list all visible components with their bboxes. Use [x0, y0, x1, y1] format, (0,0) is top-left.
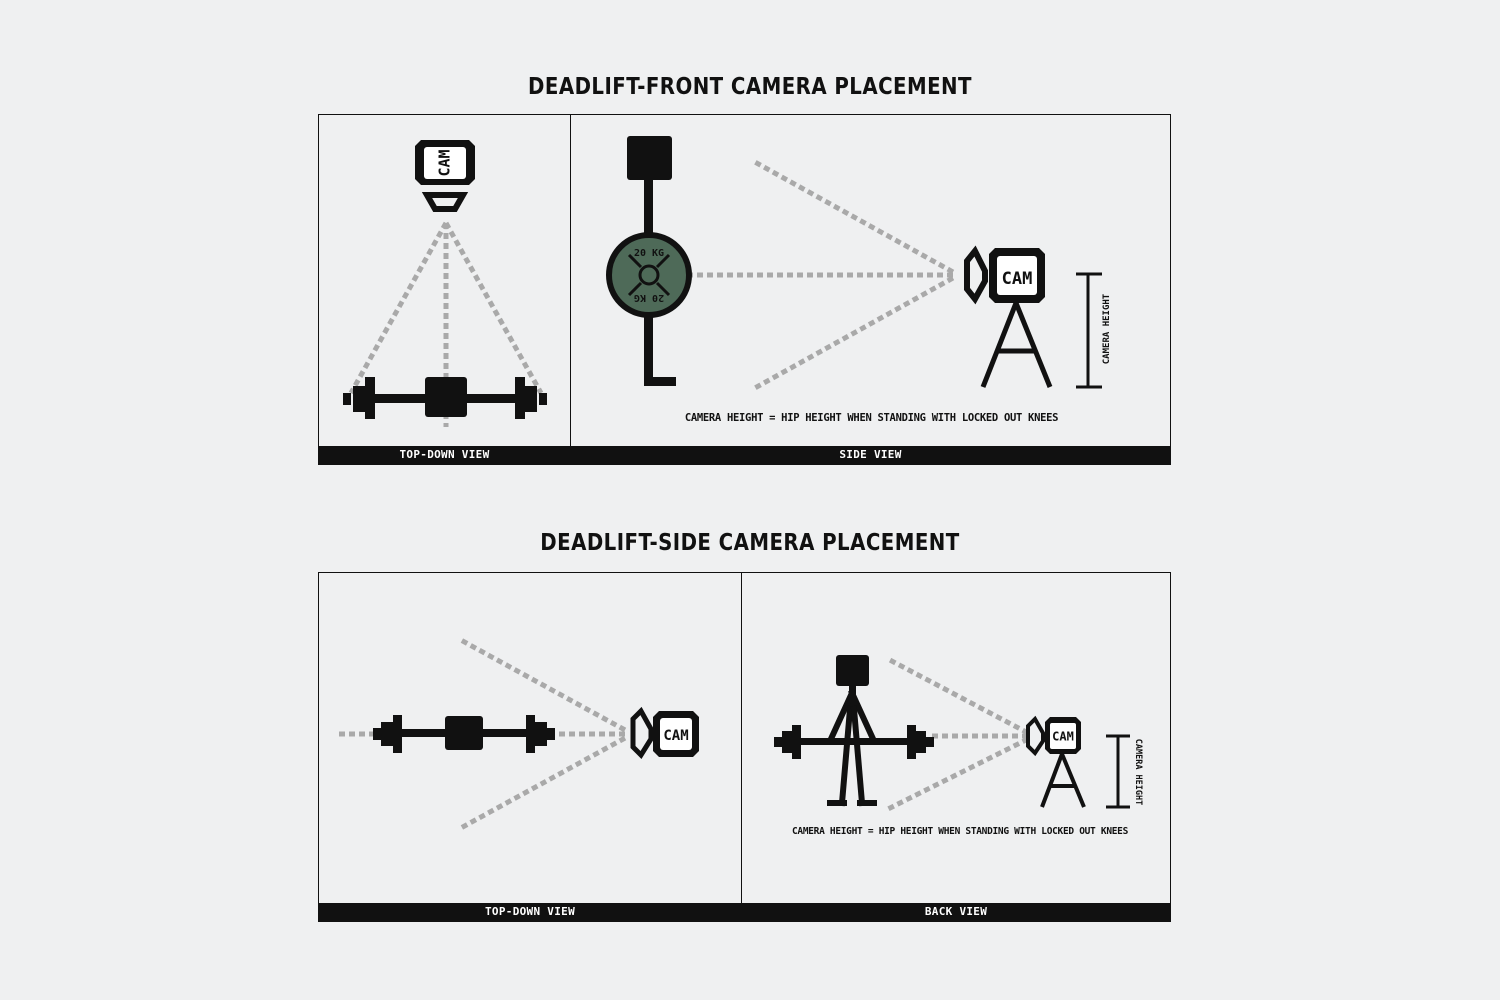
camera-height-note: CAMERA HEIGHT = HIP HEIGHT WHEN STANDING…	[684, 412, 1059, 424]
cam-label: CAM	[436, 149, 454, 176]
height-bracket	[1076, 272, 1102, 389]
front-top-down-diagram: CAM	[343, 140, 547, 427]
front-side-view-panel: 20 KG 20 KG CAM CAMERA HEIGHT CAMERA HEI…	[570, 114, 1171, 465]
plate-bottom-text: 20 KG	[634, 292, 664, 303]
lifter-figure	[836, 655, 869, 710]
tripod-icon	[980, 302, 1053, 388]
side-top-down-panel: CAM TOP-DOWN VIEW	[318, 572, 742, 922]
barbell-icon	[373, 715, 555, 753]
back-view-diagram: CAM	[774, 655, 1130, 812]
height-bracket	[1106, 734, 1130, 809]
front-side-view-diagram: 20 KG 20 KG CAM	[606, 136, 1102, 392]
front-top-down-label: TOP-DOWN VIEW	[319, 446, 570, 464]
camera-height-label: CAMERA HEIGHT	[1102, 293, 1112, 365]
back-view-panel: CAM CAMERA HEIGHT CAMERA HEIGHT = HIP HE…	[741, 572, 1171, 922]
side-section-title: DEADLIFT-SIDE CAMERA PLACEMENT	[540, 530, 960, 556]
barbell-icon	[343, 377, 547, 419]
back-view-label: BACK VIEW	[742, 903, 1170, 921]
plate-top-text: 20 KG	[634, 248, 664, 259]
weight-plate-icon: 20 KG 20 KG	[606, 232, 692, 318]
cam-label: CAM	[1002, 269, 1033, 289]
sightlines	[681, 158, 955, 392]
front-section-title: DEADLIFT-FRONT CAMERA PLACEMENT	[528, 74, 972, 100]
camera-height-note: CAMERA HEIGHT = HIP HEIGHT WHEN STANDING…	[791, 826, 1128, 837]
barbell-icon	[774, 725, 934, 759]
tripod-icon	[1040, 753, 1086, 808]
front-side-view-label: SIDE VIEW	[571, 446, 1170, 464]
camera-height-label: CAMERA HEIGHT	[1133, 738, 1143, 806]
camera-icon: CAM	[1026, 715, 1081, 757]
cam-label: CAM	[1052, 730, 1074, 744]
cam-label: CAM	[663, 728, 688, 744]
camera-icon: CAM	[964, 245, 1045, 305]
front-top-down-panel: CAM TOP-DOWN VIEW	[318, 114, 571, 465]
side-top-down-label: TOP-DOWN VIEW	[319, 903, 741, 921]
camera-icon: CAM	[630, 706, 699, 759]
sightlines	[886, 656, 1030, 812]
lifter-limbs	[826, 689, 878, 807]
side-top-down-diagram: CAM	[337, 636, 699, 832]
camera-icon: CAM	[415, 140, 475, 212]
